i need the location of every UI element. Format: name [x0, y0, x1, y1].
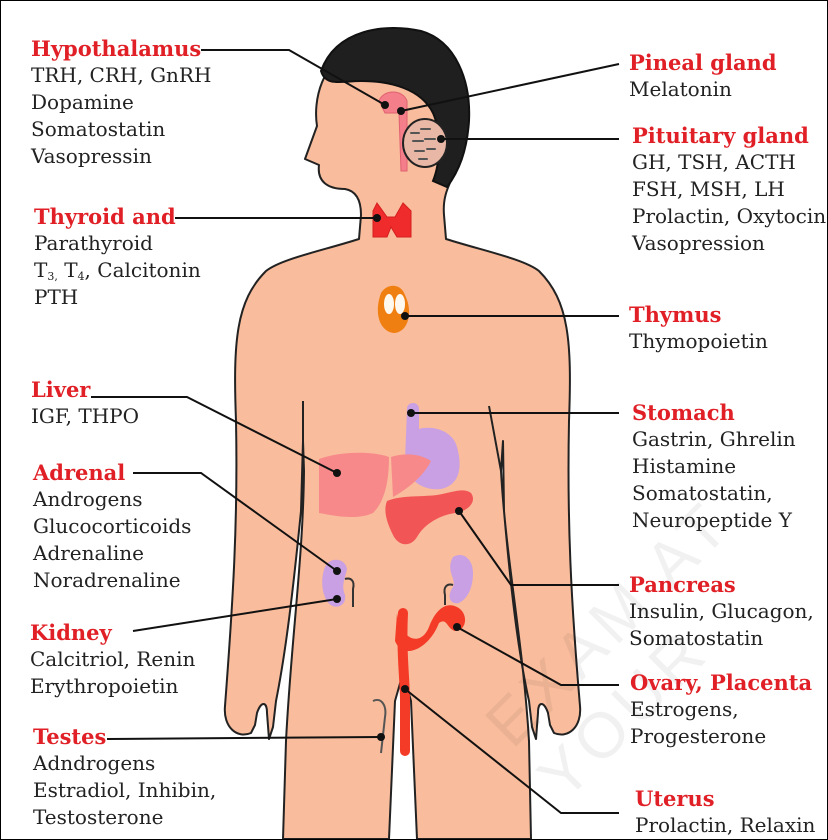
- ovary-title: Ovary, Placenta: [630, 669, 812, 696]
- kidney-label: Kidney Calcitriol, Renin Erythropoietin: [30, 619, 195, 700]
- pancreas-label: Pancreas Insulin, Glucagon, Somatostatin: [629, 571, 814, 652]
- liver-label: Liver IGF, THPO: [31, 376, 139, 430]
- testes-hormone: Testosterone: [33, 804, 216, 831]
- testes-label: Testes Adndrogens Estradiol, Inhibin, Te…: [33, 723, 216, 831]
- kidney-hormone: Calcitriol, Renin: [30, 646, 195, 673]
- hypothalamus-hormone: TRH, CRH, GnRH: [31, 62, 211, 89]
- pituitary-label: Pituitary gland GH, TSH, ACTH FSH, MSH, …: [632, 122, 826, 257]
- hypothalamus-hormone: Vasopressin: [31, 143, 211, 170]
- liver-hormone: IGF, THPO: [31, 403, 139, 430]
- uterus-label: Uterus Prolactin, Relaxin: [635, 785, 815, 839]
- hypothalamus-title: Hypothalamus: [31, 35, 211, 62]
- thyroid-hormone: PTH: [34, 284, 201, 311]
- pineal-title: Pineal gland: [629, 49, 777, 76]
- adrenal-title: Adrenal: [33, 459, 191, 486]
- hypothalamus-hormone: Dopamine: [31, 89, 211, 116]
- stomach-label: Stomach Gastrin, Ghrelin Histamine Somat…: [632, 399, 796, 534]
- pituitary-hormone: FSH, MSH, LH: [632, 176, 826, 203]
- kidney-title: Kidney: [30, 619, 195, 646]
- liver-title: Liver: [31, 376, 139, 403]
- pituitary-hormone: Vasopression: [632, 230, 826, 257]
- uterus-title: Uterus: [635, 785, 815, 812]
- pancreas-title: Pancreas: [629, 571, 814, 598]
- ovary-label: Ovary, Placenta Estrogens, Progesterone: [630, 669, 812, 750]
- adrenal-hormone: Glucocorticoids: [33, 513, 191, 540]
- thyroid-label: Thyroid and Parathyroid T3, T4, Calciton…: [34, 203, 201, 311]
- stomach-hormone: Histamine: [632, 453, 796, 480]
- thymus-title: Thymus: [629, 301, 768, 328]
- stomach-hormone: Neuropeptide Y: [632, 507, 796, 534]
- pancreas-hormone: Insulin, Glucagon,: [629, 598, 814, 625]
- ovary-hormone: Estrogens,: [630, 696, 812, 723]
- uterus-hormone: Prolactin, Relaxin: [635, 812, 815, 839]
- thymus-label: Thymus Thymopoietin: [629, 301, 768, 355]
- adrenal-label: Adrenal Androgens Glucocorticoids Adrena…: [33, 459, 191, 594]
- stomach-hormone: Gastrin, Ghrelin: [632, 426, 796, 453]
- pituitary-title: Pituitary gland: [632, 122, 826, 149]
- pineal-label: Pineal gland Melatonin: [629, 49, 777, 103]
- stomach-hormone: Somatostatin,: [632, 480, 796, 507]
- adrenal-hormone: Adrenaline: [33, 540, 191, 567]
- adrenal-hormone: Noradrenaline: [33, 567, 191, 594]
- thyroid-hormone: Parathyroid: [34, 230, 201, 257]
- pituitary-hormone: GH, TSH, ACTH: [632, 149, 826, 176]
- testes-hormone: Adndrogens: [33, 750, 216, 777]
- adrenal-hormone: Androgens: [33, 486, 191, 513]
- kidney-hormone: Erythropoietin: [30, 673, 195, 700]
- thyroid-hormone: T3, T4, Calcitonin: [34, 257, 201, 284]
- pineal-hormone: Melatonin: [629, 76, 777, 103]
- pancreas-hormone: Somatostatin: [629, 625, 814, 652]
- pituitary-hormone: Prolactin, Oxytocin: [632, 203, 826, 230]
- hypothalamus-label: Hypothalamus TRH, CRH, GnRH Dopamine Som…: [31, 35, 211, 170]
- hypothalamus-hormone: Somatostatin: [31, 116, 211, 143]
- ovary-hormone: Progesterone: [630, 723, 812, 750]
- stomach-title: Stomach: [632, 399, 796, 426]
- testes-title: Testes: [33, 723, 216, 750]
- thymus-hormone: Thymopoietin: [629, 328, 768, 355]
- thyroid-title: Thyroid and: [34, 203, 201, 230]
- testes-hormone: Estradiol, Inhibin,: [33, 777, 216, 804]
